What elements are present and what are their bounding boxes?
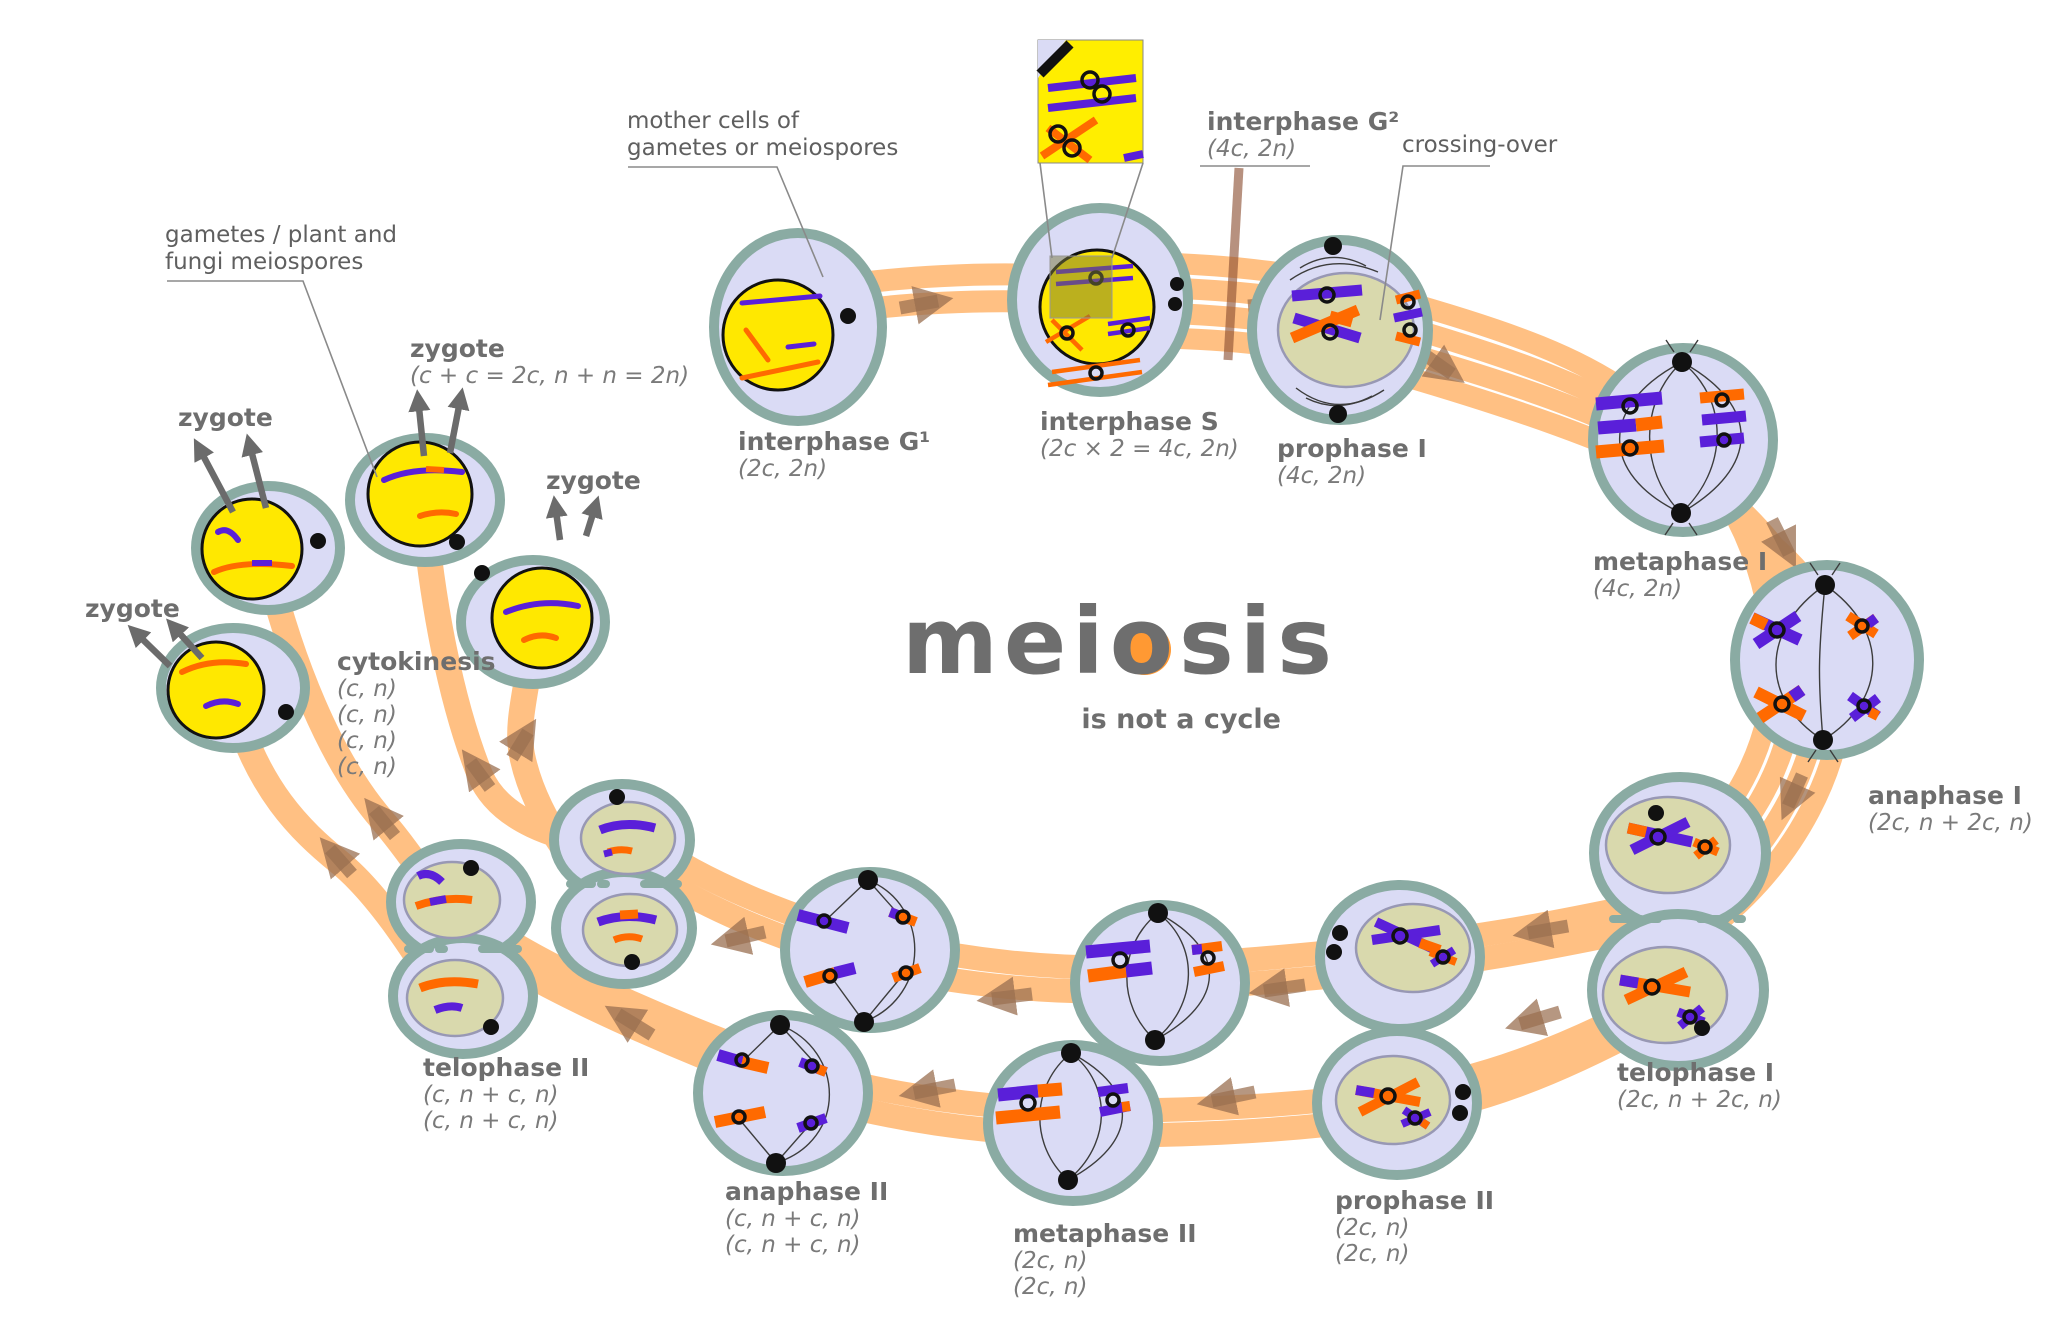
crossing-over-annotation: crossing-over xyxy=(1402,132,1558,158)
cell-anaphase-2-upper xyxy=(780,867,960,1033)
centriole-dot xyxy=(463,860,479,876)
centriole-dot xyxy=(1170,277,1184,291)
flow-arrow-anaphase1-telophase1 xyxy=(1779,772,1816,821)
spindle-pole xyxy=(1813,730,1833,750)
centriole-dot xyxy=(1452,1105,1468,1121)
diagram-subtitle: is not a cycle xyxy=(1081,704,1281,735)
centriole-dot xyxy=(310,533,326,549)
cell-gamete-c xyxy=(345,433,505,567)
leader-lines xyxy=(167,165,1490,478)
centriole-dot xyxy=(624,954,640,970)
cell-interphase-g1 xyxy=(709,228,887,426)
centriole-dot xyxy=(278,704,294,720)
magnified-region-box xyxy=(1049,255,1113,319)
cell-metaphase-1 xyxy=(1588,339,1778,537)
centriole-dot xyxy=(1648,805,1664,821)
centriole-dot xyxy=(449,534,465,550)
zygote-label-2: zygote xyxy=(85,594,180,623)
stage-label-anaphase-1: anaphase I (2c, n + 2c, n) xyxy=(1868,781,2033,837)
centriole-dot xyxy=(609,789,625,805)
stage-label-telophase-1: telophase I (2c, n + 2c, n) xyxy=(1617,1058,1782,1114)
spindle-pole xyxy=(1148,903,1168,923)
centriole-dot xyxy=(1168,297,1182,311)
spindle-pole xyxy=(770,1015,790,1035)
spindle-pole xyxy=(854,1012,874,1032)
flow-arrow-anaphase2-telophase2-upper xyxy=(710,916,767,955)
stage-label-cytokinesis: cytokinesis (c, n) (c, n) (c, n) (c, n) xyxy=(337,647,496,781)
cell-telophase-2-right xyxy=(549,779,697,989)
flow-arrow-prophase2-metaphase2-upper xyxy=(1248,968,1306,1007)
spindle-pole xyxy=(1329,405,1347,423)
stage-label-anaphase-2: anaphase II (c, n + c, n) (c, n + c, n) xyxy=(725,1177,889,1259)
stage-label-interphase-g1: interphase G¹ (2c, 2n) xyxy=(738,427,931,483)
zygote-label-1: zygote xyxy=(178,403,273,432)
mother-cells-annotation: mother cells of gametes or meiospores xyxy=(627,108,899,161)
spindle-pole xyxy=(1671,503,1691,523)
spindle-pole xyxy=(1145,1030,1165,1050)
cell-prophase-1 xyxy=(1247,235,1433,425)
cell-telophase-1 xyxy=(1587,772,1771,1071)
spindle-pole xyxy=(1672,352,1692,372)
flow-arrow-anaphase2-telophase2-lower xyxy=(604,1005,656,1043)
centriole-dot xyxy=(474,565,490,581)
stage-label-interphase-s: interphase S (2c × 2 = 4c, 2n) xyxy=(1040,407,1239,463)
spindle-pole xyxy=(1058,1170,1078,1190)
flow-arrow-to-cytokinesis-1 xyxy=(319,837,361,880)
spindle-pole xyxy=(766,1153,786,1173)
cell-anaphase-2-lower xyxy=(693,1010,873,1176)
stage-label-metaphase-2: metaphase II (2c, n) (2c, n) xyxy=(1013,1219,1197,1301)
cell-metaphase-2-lower xyxy=(983,1040,1163,1206)
cell-metaphase-2-upper xyxy=(1070,900,1250,1066)
stage-label-interphase-g2: interphase G² (4c, 2n) xyxy=(1207,107,1400,163)
crossing-over-leader xyxy=(1379,165,1490,321)
chromosome-inset xyxy=(1036,39,1144,259)
flow-arrow-to-cytokinesis-3 xyxy=(461,749,501,793)
flow-arrow-g1-s xyxy=(898,286,954,325)
cell-interphase-s xyxy=(1007,203,1193,397)
flow-arrow-to-cytokinesis-4 xyxy=(499,718,537,763)
cell-prophase-2-lower xyxy=(1312,1026,1482,1180)
flow-arrow-metaphase2-anaphase2-upper xyxy=(976,976,1033,1016)
orange-accent-shape xyxy=(1118,623,1171,676)
centriole-dot xyxy=(483,1019,499,1035)
flow-arrow-metaphase2-anaphase2-lower xyxy=(898,1069,957,1108)
centriole-dot xyxy=(840,308,856,324)
centriole-dot xyxy=(1332,925,1348,941)
zygote-main-label: zygote (c + c = 2c, n + n = 2n) xyxy=(410,334,690,389)
flow-arrow-prophase2-metaphase2-lower xyxy=(1196,1077,1257,1116)
centriole-dot xyxy=(1694,1020,1710,1036)
cell-anaphase-1 xyxy=(1730,560,1924,763)
cell-gamete-b xyxy=(156,623,310,753)
mother-cells-leader xyxy=(628,166,824,278)
cell-telophase-2-left xyxy=(386,839,538,1059)
stage-label-telophase-2: telophase II (c, n + c, n) (c, n + c, n) xyxy=(423,1053,590,1135)
flow-arrow-to-cytokinesis-2 xyxy=(364,797,404,841)
accent-o: o xyxy=(1109,588,1180,695)
zygote-label-3: zygote xyxy=(546,466,641,495)
flow-arrow-metaphase1-anaphase1 xyxy=(1761,517,1796,568)
centriole-dot xyxy=(1455,1084,1471,1100)
zygote-arrows xyxy=(127,387,603,669)
flow-arrow-telophase1-prophase2-lower xyxy=(1505,998,1562,1036)
gametes-leader xyxy=(167,280,378,478)
spindle-pole xyxy=(858,870,878,890)
spindle-pole xyxy=(1815,575,1835,595)
flow-arrow-telophase1-prophase2-upper xyxy=(1512,909,1570,949)
interphase-g2-marker xyxy=(1200,165,1310,361)
spindle-pole xyxy=(1324,237,1342,255)
spindle-pole xyxy=(1061,1043,1081,1063)
stage-label-prophase-2: prophase II (2c, n) (2c, n) xyxy=(1335,1186,1495,1268)
cell-gamete-a xyxy=(191,481,345,615)
centriole-dot xyxy=(1326,944,1342,960)
cell-gamete-d xyxy=(456,555,610,689)
stage-label-metaphase-1: metaphase I (4c, 2n) xyxy=(1593,547,1768,603)
flow-arrows xyxy=(319,285,1816,1116)
gametes-annotation: gametes / plant and fungi meiospores xyxy=(165,222,398,275)
stage-label-prophase-1: prophase I (4c, 2n) xyxy=(1277,434,1427,490)
cell-prophase-2-upper xyxy=(1315,880,1485,1034)
